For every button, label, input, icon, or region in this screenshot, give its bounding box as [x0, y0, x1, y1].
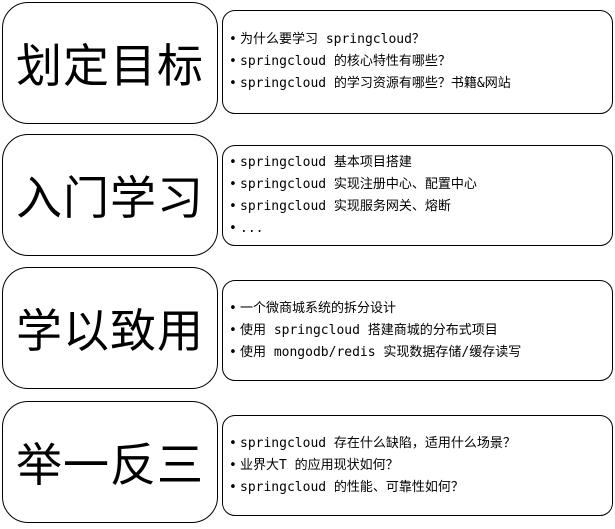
list-item-text: springcloud 基本项目搭建 [240, 154, 412, 170]
stage-box-getting-started: 入门学习 [2, 134, 218, 256]
list-item-text: 为什么要学习 springcloud？ [240, 32, 425, 47]
list-item-text: springcloud 实现注册中心、配置中心 [240, 176, 477, 192]
list-item: •使用 mongodb/redis 实现数据存储/缓存读写 [229, 342, 604, 364]
list-item: •业界大T 的应用现状如何？ [229, 455, 604, 477]
bullet-icon: • [229, 457, 237, 473]
stage-title: 划定目标 [16, 39, 204, 93]
list-item: •springcloud 的性能、可靠性如何？ [229, 477, 604, 499]
list-item-text: 使用 springcloud 搭建商城的分布式项目 [240, 322, 498, 338]
stage-box-draw-inferences: 举一反三 [2, 401, 218, 523]
list-item: •springcloud 存在什么缺陷，适用什么场景？ [229, 433, 604, 455]
stage-title: 入门学习 [16, 171, 204, 225]
detail-list: •springcloud 基本项目搭建 •springcloud 实现注册中心、… [229, 152, 604, 240]
stage-box-apply-learning: 学以致用 [2, 267, 218, 389]
stage-title: 举一反三 [16, 438, 204, 492]
list-item-text: springcloud 实现服务网关、熔断 [240, 198, 451, 214]
bullet-icon: • [229, 154, 237, 170]
list-item: •springcloud 的核心特性有哪些？ [229, 51, 604, 73]
bullet-icon: • [229, 322, 237, 338]
detail-box-apply-learning: •一个微商城系统的拆分设计 •使用 springcloud 搭建商城的分布式项目… [222, 280, 613, 381]
detail-box-define-goals: •为什么要学习 springcloud？ •springcloud 的核心特性有… [222, 10, 613, 114]
bullet-icon: • [229, 198, 237, 214]
detail-list: •为什么要学习 springcloud？ •springcloud 的核心特性有… [229, 29, 604, 95]
list-item-text: 业界大T 的应用现状如何？ [240, 457, 399, 473]
stage-title: 学以致用 [16, 304, 204, 358]
detail-box-draw-inferences: •springcloud 存在什么缺陷，适用什么场景？ •业界大T 的应用现状如… [222, 415, 613, 516]
list-item: •springcloud 实现服务网关、熔断 [229, 196, 604, 218]
bullet-icon: • [229, 32, 237, 47]
bullet-icon: • [229, 220, 237, 236]
list-item: •springcloud 实现注册中心、配置中心 [229, 174, 604, 196]
bullet-icon: • [229, 300, 237, 316]
list-item-text: 一个微商城系统的拆分设计 [240, 300, 397, 316]
list-item: •springcloud 基本项目搭建 [229, 152, 604, 174]
bullet-icon: • [229, 176, 237, 192]
list-item: •使用 springcloud 搭建商城的分布式项目 [229, 320, 604, 342]
list-item: •一个微商城系统的拆分设计 [229, 298, 604, 320]
bullet-icon: • [229, 435, 237, 451]
detail-box-getting-started: •springcloud 基本项目搭建 •springcloud 实现注册中心、… [222, 145, 613, 246]
list-item-text: ... [240, 220, 264, 236]
list-item: •springcloud 的学习资源有哪些？书籍&网站 [229, 73, 604, 95]
list-item-text: 使用 mongodb/redis 实现数据存储/缓存读写 [240, 344, 522, 360]
bullet-icon: • [229, 76, 237, 91]
bullet-icon: • [229, 54, 237, 69]
detail-list: •springcloud 存在什么缺陷，适用什么场景？ •业界大T 的应用现状如… [229, 433, 604, 499]
list-item-text: springcloud 的学习资源有哪些？书籍&网站 [240, 76, 511, 91]
bullet-icon: • [229, 344, 237, 360]
stage-box-define-goals: 划定目标 [2, 2, 218, 124]
list-item-text: springcloud 的核心特性有哪些？ [240, 54, 451, 69]
list-item-text: springcloud 存在什么缺陷，适用什么场景？ [240, 435, 516, 451]
list-item: •为什么要学习 springcloud？ [229, 29, 604, 51]
bullet-icon: • [229, 479, 237, 495]
list-item-text: springcloud 的性能、可靠性如何？ [240, 479, 464, 495]
list-item: •... [229, 218, 604, 240]
detail-list: •一个微商城系统的拆分设计 •使用 springcloud 搭建商城的分布式项目… [229, 298, 604, 364]
